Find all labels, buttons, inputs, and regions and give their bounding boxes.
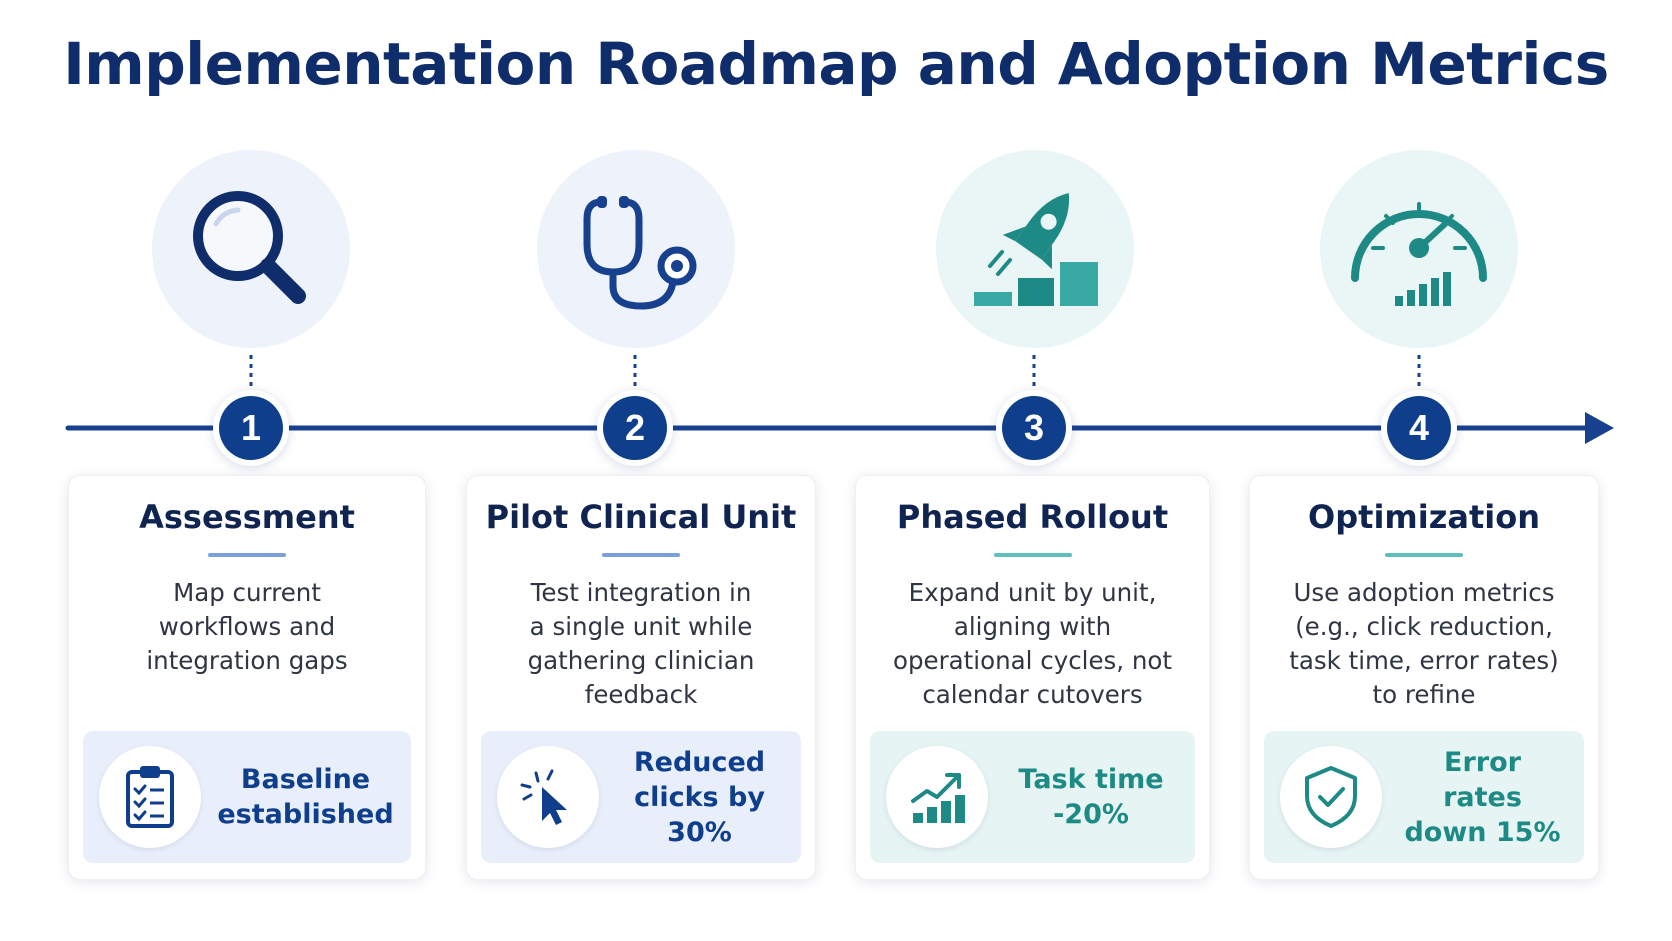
step-description: Expand unit by unit, aligning with opera…	[892, 578, 1173, 709]
rocket-growth-icon	[974, 193, 1098, 306]
step-card-pilot: Pilot Clinical Unit Test integration in …	[466, 475, 816, 880]
metric-panel: Task time -20%	[870, 731, 1195, 863]
step-description: Test integration in a single unit while …	[527, 578, 755, 709]
title-underline	[1385, 553, 1463, 557]
step-2-number: 2	[603, 396, 667, 460]
metric-text: Error rates down 15%	[1404, 746, 1561, 848]
shield-check-icon	[1280, 746, 1382, 848]
metric-text: Reduced clicks by 30%	[633, 746, 766, 848]
stethoscope-icon	[583, 196, 697, 310]
step-3-number: 3	[1002, 396, 1066, 460]
timeline-arrow-icon	[1585, 412, 1614, 444]
title-underline	[602, 553, 680, 557]
step-title: Assessment	[139, 498, 355, 536]
title-underline	[993, 553, 1072, 557]
step-4-icon-circle	[1320, 150, 1518, 348]
step-card-optimization: Optimization Use adoption metrics (e.g.,…	[1249, 475, 1599, 880]
step-1-icon-circle	[152, 150, 350, 348]
title-underline	[208, 553, 286, 557]
step-4-number: 4	[1387, 396, 1451, 460]
speedometer-gauge-icon	[1351, 202, 1487, 306]
metric-text: Baseline established	[217, 764, 394, 830]
metric-panel: Baseline established	[83, 731, 411, 863]
clipboard-checklist-icon	[99, 746, 201, 848]
step-3-icon-circle	[936, 150, 1134, 348]
step-description: Use adoption metrics (e.g., click reduct…	[1289, 578, 1559, 709]
step-title: Pilot Clinical Unit	[485, 498, 797, 536]
step-1-number: 1	[219, 396, 283, 460]
step-title: Optimization	[1308, 498, 1540, 536]
step-card-rollout: Phased Rollout Expand unit by unit, alig…	[855, 475, 1210, 880]
magnifying-glass-icon	[193, 191, 306, 304]
trend-up-chart-icon	[886, 746, 988, 848]
metric-panel: Error rates down 15%	[1264, 731, 1584, 863]
step-card-assessment: Assessment Map current workflows and int…	[68, 475, 426, 880]
step-title: Phased Rollout	[896, 498, 1169, 536]
metric-panel: Reduced clicks by 30%	[481, 731, 801, 863]
metric-text: Task time -20%	[1018, 764, 1164, 830]
step-2-icon-circle	[537, 150, 735, 348]
step-description: Map current workflows and integration ga…	[146, 578, 348, 675]
page-title: Implementation Roadmap and Adoption Metr…	[63, 30, 1609, 98]
cursor-click-icon	[497, 746, 599, 848]
